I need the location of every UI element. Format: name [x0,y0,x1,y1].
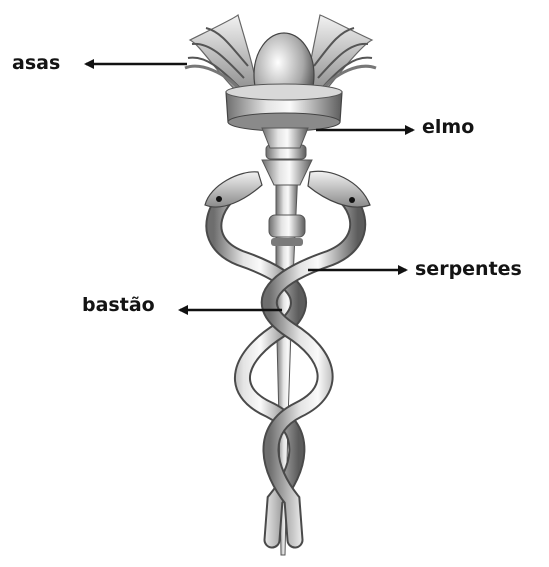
wing-right [306,15,376,95]
label-staff: bastão [82,296,155,315]
label-wings: asas [12,54,60,73]
label-helmet: elmo [422,118,474,137]
label-serpents: serpentes [415,260,522,279]
wing-left [185,15,258,95]
